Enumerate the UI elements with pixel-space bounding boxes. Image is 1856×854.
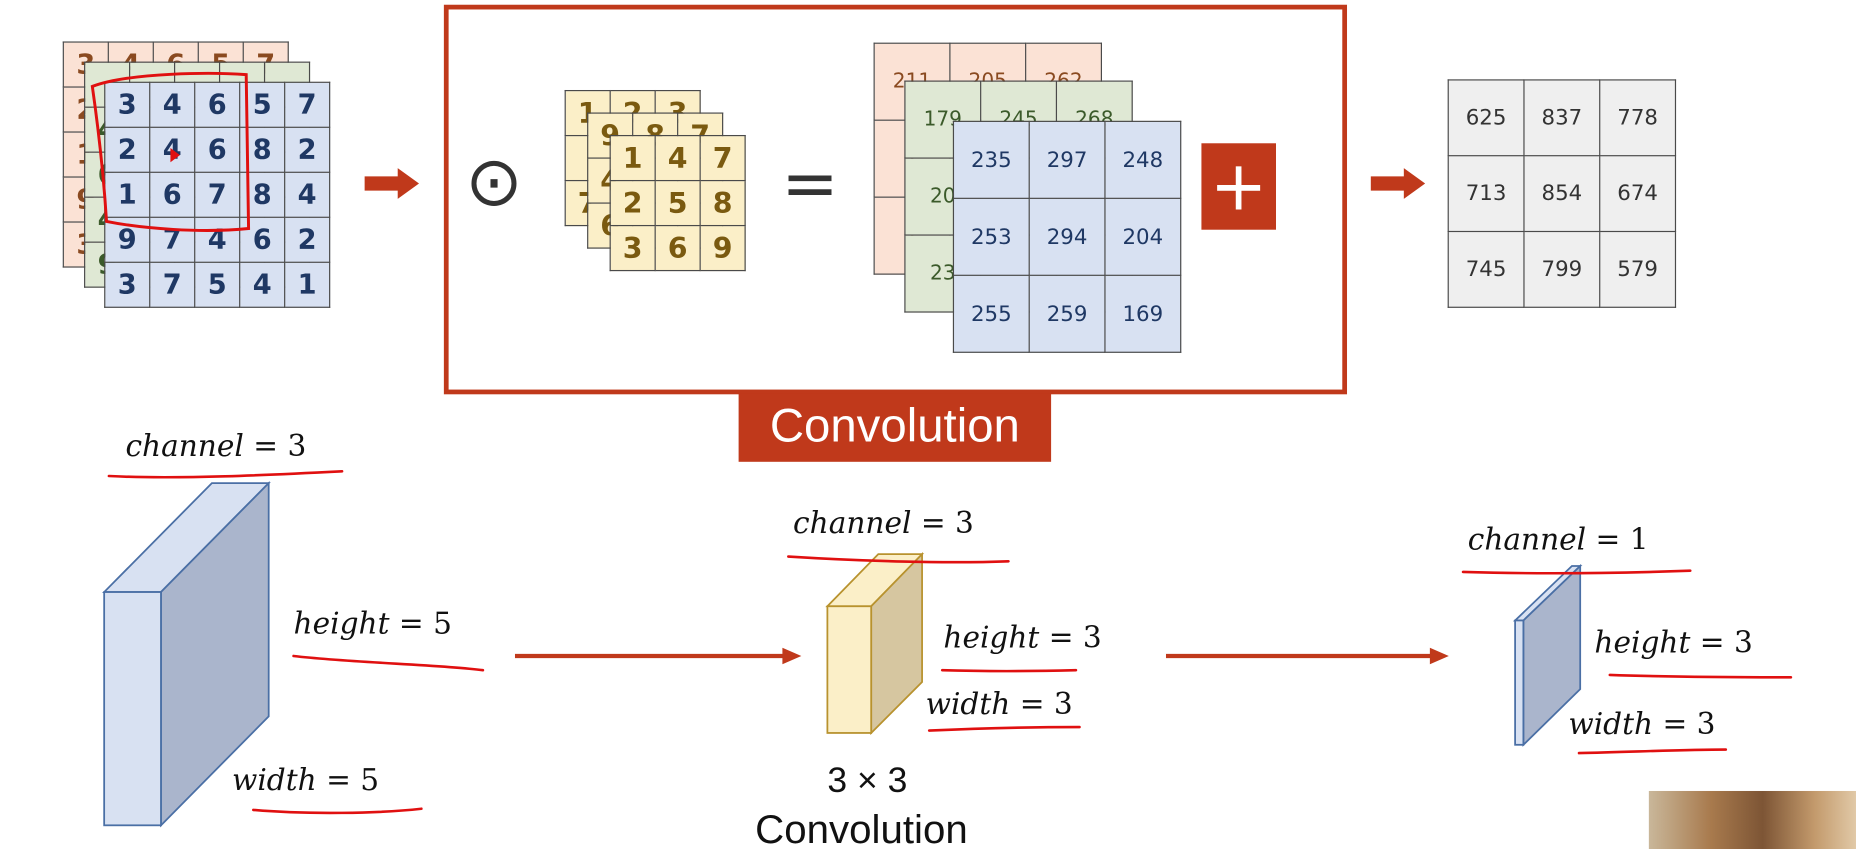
cell: 6 xyxy=(149,171,196,218)
cell: 2 xyxy=(104,126,151,173)
kernel-channel-label: channel = 3 xyxy=(793,505,974,540)
cell: 259 xyxy=(1028,274,1106,353)
input-width-label: width = 5 xyxy=(231,762,380,797)
cell: 4 xyxy=(654,134,701,182)
cell: 7 xyxy=(194,171,241,218)
input-tensor-shape xyxy=(102,480,271,828)
plus-button-icon: + xyxy=(1201,143,1276,230)
cell: 799 xyxy=(1523,230,1601,308)
kernel-height-label: height = 3 xyxy=(943,620,1102,655)
cell: 5 xyxy=(194,261,241,308)
cell: 169 xyxy=(1104,274,1182,353)
cell: 255 xyxy=(952,274,1030,353)
cell: 294 xyxy=(1028,197,1106,276)
cell: 2 xyxy=(284,126,331,173)
cell: 6 xyxy=(194,126,241,173)
webcam-thumbnail xyxy=(1648,790,1856,849)
cell: 2 xyxy=(284,216,331,263)
cell: 4 xyxy=(239,261,286,308)
convolution-title: Convolution xyxy=(738,393,1052,462)
cell: 1 xyxy=(104,171,151,218)
cell: 4 xyxy=(149,126,196,173)
cell: 4 xyxy=(149,81,196,128)
output-tensor-shape xyxy=(1512,563,1583,747)
cell: 7 xyxy=(149,216,196,263)
cell: 2 xyxy=(609,179,656,227)
arrow-right-icon xyxy=(1370,168,1426,199)
window-annotation xyxy=(90,71,251,232)
cell: 235 xyxy=(952,120,1030,199)
cell: 3 xyxy=(104,81,151,128)
cell: 3 xyxy=(609,224,656,272)
cell: 1 xyxy=(609,134,656,182)
output-matrix: 625 837 778 713 854 674 745 799 579 xyxy=(1447,79,1677,308)
cell: 204 xyxy=(1104,197,1182,276)
cell: 7 xyxy=(284,81,331,128)
cell: 625 xyxy=(1447,79,1525,157)
cell: 745 xyxy=(1447,230,1525,308)
cell: 854 xyxy=(1523,155,1601,233)
arrow-right-icon xyxy=(514,647,802,665)
cell: 3 xyxy=(104,261,151,308)
cell: 837 xyxy=(1523,79,1601,157)
cell: 248 xyxy=(1104,120,1182,199)
input-height-label: height = 5 xyxy=(293,606,452,641)
cell: 674 xyxy=(1599,155,1677,233)
cell: 4 xyxy=(284,171,331,218)
input-stack: 3 4 6 5 7 2 1 9 3 4 6 4 9 3 4 6 5 7 xyxy=(0,0,355,332)
equals-symbol: = xyxy=(781,143,839,224)
arrow-right-icon xyxy=(1165,647,1449,665)
cell: 778 xyxy=(1599,79,1677,157)
cell: 9 xyxy=(699,224,746,272)
hadamard-symbol: ⊙ xyxy=(465,140,523,222)
cell: 6 xyxy=(194,81,241,128)
cell: 1 xyxy=(284,261,331,308)
kernel-caption: Convolution xyxy=(755,807,968,853)
kernel-size-label: 3 × 3 xyxy=(827,761,908,801)
result-matrix-blue: 235 297 248 253 294 204 255 259 169 xyxy=(952,120,1182,353)
kernel-matrix-front: 1 4 7 2 5 8 3 6 9 xyxy=(609,134,746,272)
cell: 713 xyxy=(1447,155,1525,233)
input-channel-label: channel = 3 xyxy=(125,428,307,463)
output-height-label: height = 3 xyxy=(1594,625,1753,660)
cell: 7 xyxy=(699,134,746,182)
cell: 253 xyxy=(952,197,1030,276)
cell: 6 xyxy=(654,224,701,272)
cell: 7 xyxy=(149,261,196,308)
cell: 8 xyxy=(699,179,746,227)
kernel-width-label: width = 3 xyxy=(925,686,1073,722)
kernel-tensor-shape xyxy=(825,551,925,736)
output-width-label: width = 3 xyxy=(1568,706,1716,742)
cell: 579 xyxy=(1599,230,1677,308)
output-channel-label: channel = 1 xyxy=(1467,522,1649,557)
arrow-right-icon xyxy=(364,168,420,199)
